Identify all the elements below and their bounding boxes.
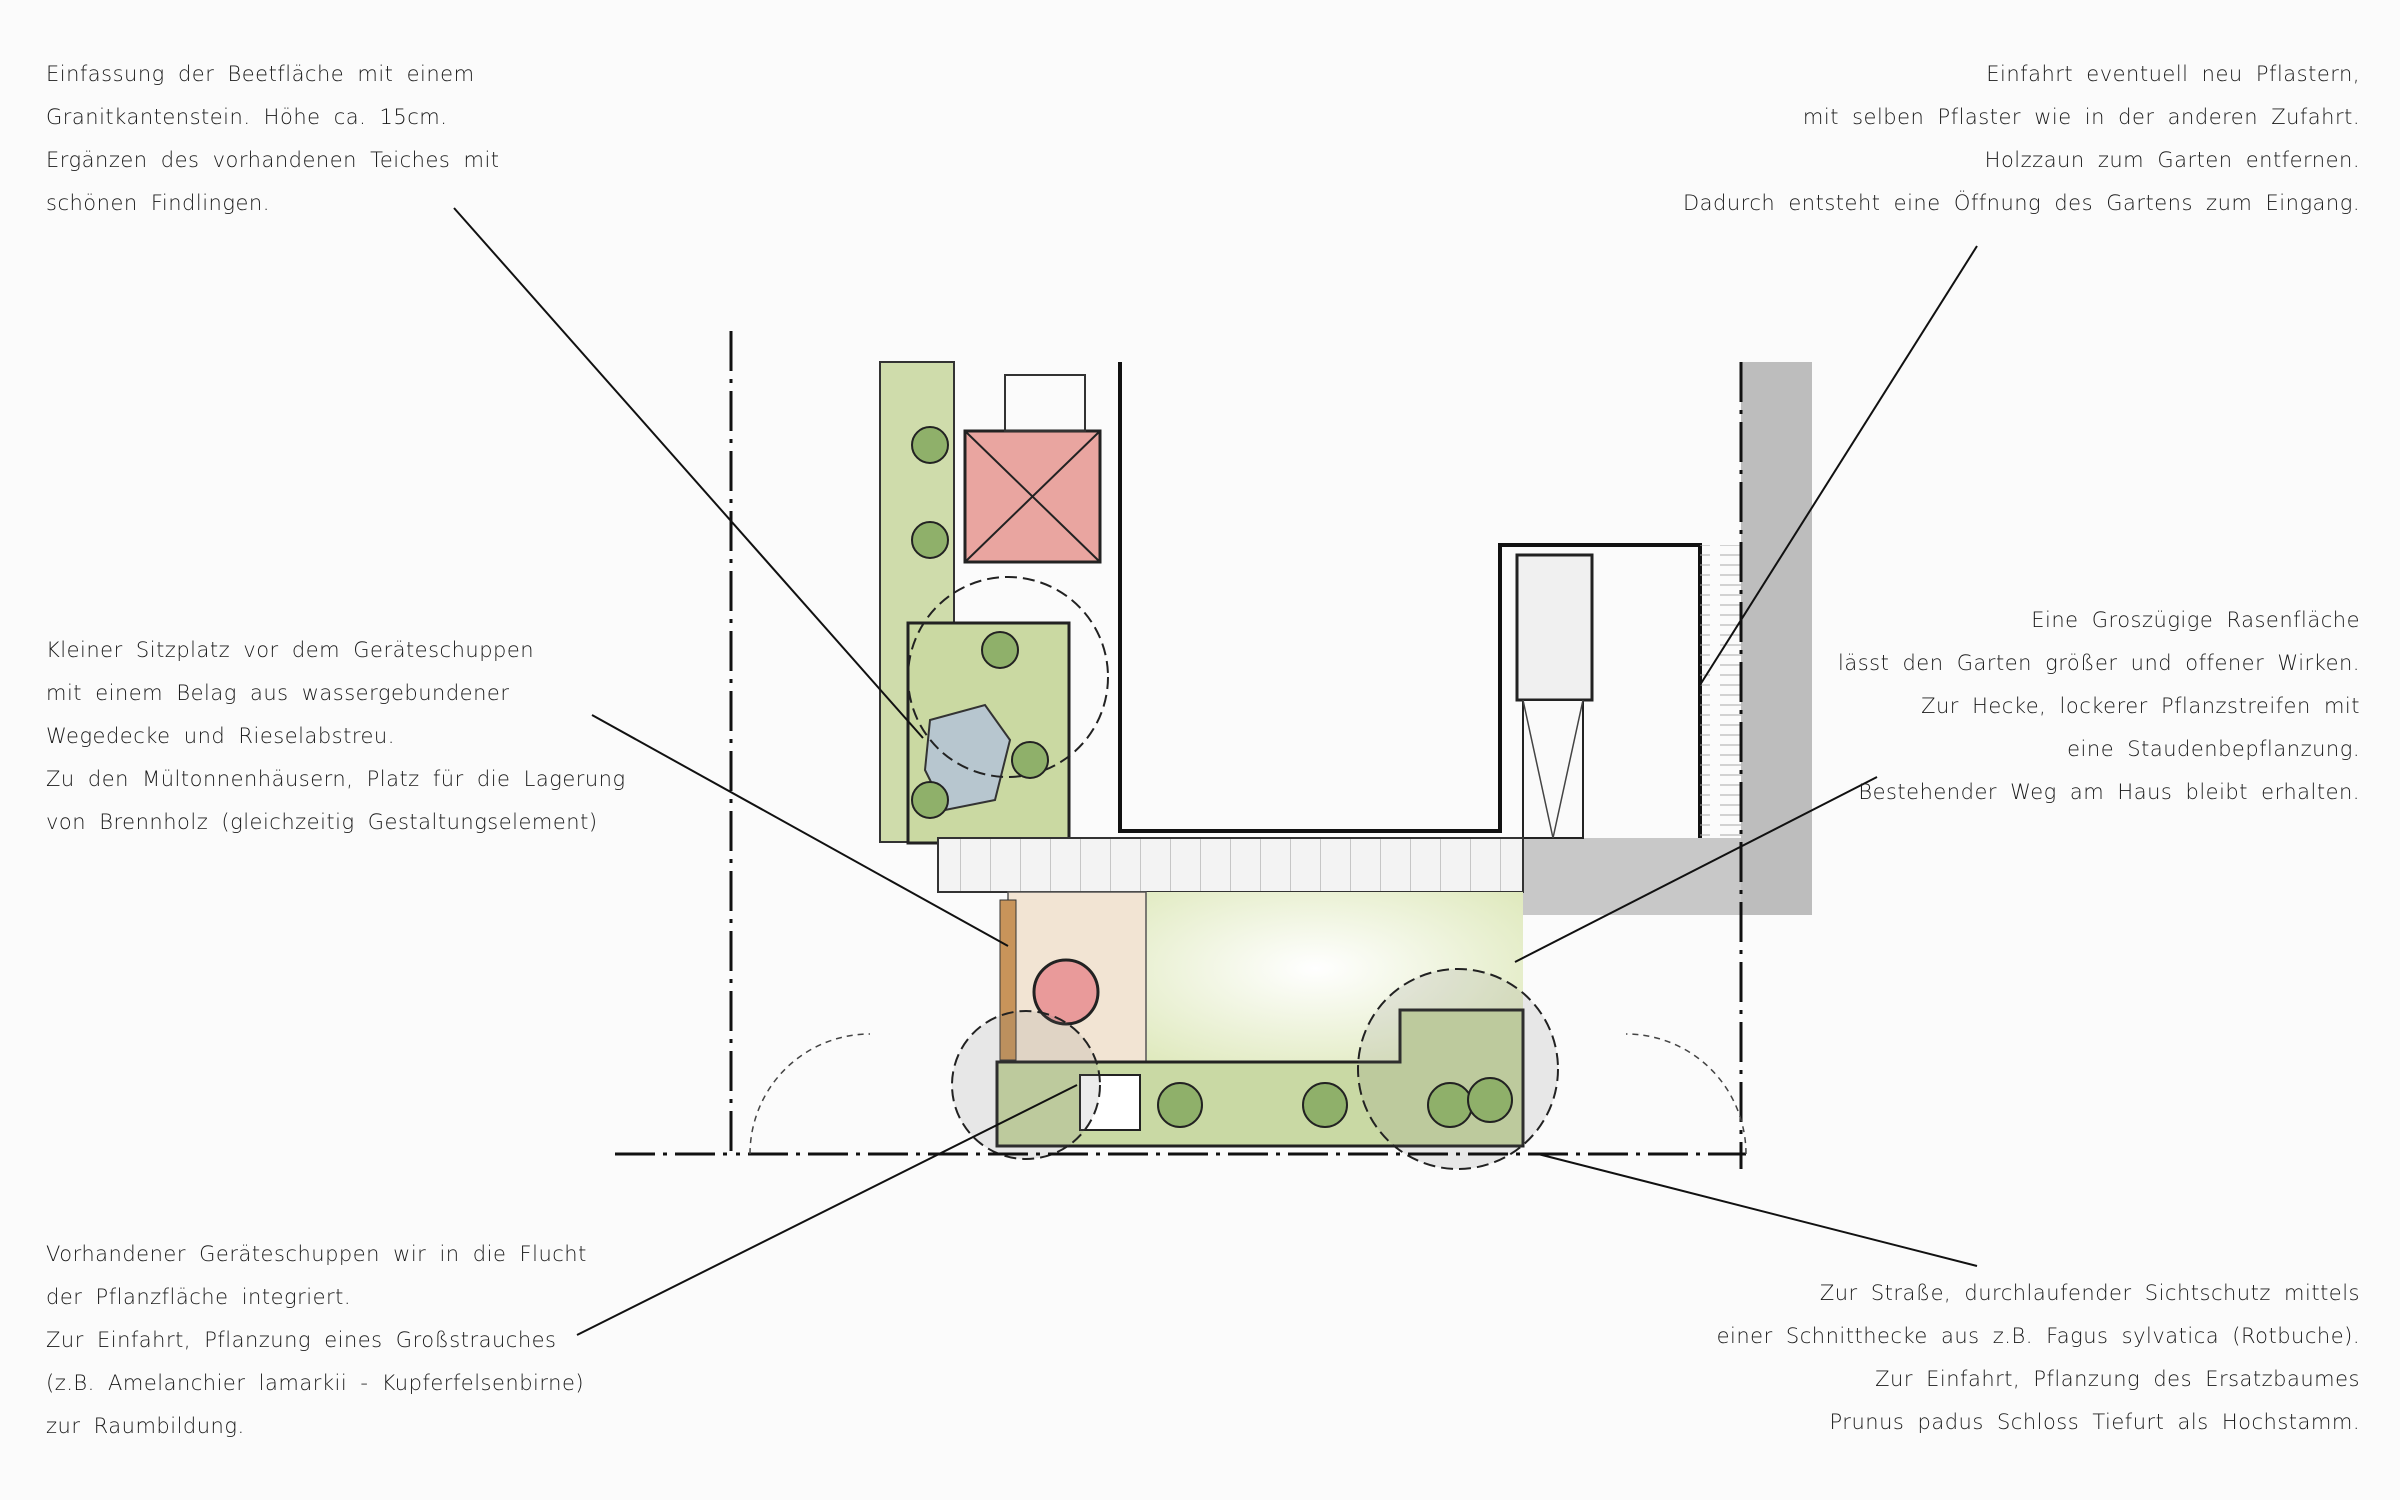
- note-line: Einfahrt eventuell neu Pflastern,: [1986, 62, 2360, 86]
- tree-canopy: [907, 576, 1109, 778]
- note-line: eine Staudenbepflanzung.: [2067, 737, 2360, 761]
- note-line: Holzzaun zum Garten entfernen.: [1984, 148, 2360, 172]
- note-line: mit selben Pflaster wie in der anderen Z…: [1802, 105, 2360, 129]
- note-line: der Pflanzfläche integriert.: [46, 1285, 352, 1309]
- note-top-right: Einfahrt eventuell neu Pflastern, mit se…: [1683, 53, 2360, 225]
- terrace-paving: [937, 837, 1524, 893]
- note-line: (z.B. Amelanchier lamarkii - Kupferfelse…: [46, 1371, 585, 1395]
- pond: [923, 703, 1012, 812]
- note-line: Wegedecke und Rieselabstreu.: [46, 724, 395, 748]
- note-bottom-left: Vorhandener Geräteschuppen wir in die Fl…: [46, 1233, 587, 1448]
- tree-canopy: [1357, 968, 1559, 1170]
- note-line: Kleiner Sitzplatz vor dem Geräteschuppen: [46, 638, 535, 662]
- note-mid-right: Eine Groszügige Rasenfläche lässt den Ga…: [1838, 599, 2360, 814]
- note-line: Ergänzen des vorhandenen Teiches mit: [46, 148, 500, 172]
- note-top-left: Einfassung der Beetfläche mit einem Gran…: [46, 53, 500, 225]
- house-wing: [1515, 553, 1594, 702]
- note-line: zur Raumbildung.: [46, 1414, 245, 1438]
- table: [1032, 958, 1100, 1026]
- property-boundary: [615, 331, 1746, 1169]
- note-line: Granitkantenstein. Höhe ca. 15cm.: [46, 105, 448, 129]
- note-line: Zur Einfahrt, Pflanzung eines Großstrauc…: [46, 1328, 557, 1352]
- note-line: von Brennholz (gleichzeitig Gestaltungse…: [46, 810, 598, 834]
- note-line: lässt den Garten größer und offener Wirk…: [1837, 651, 2360, 675]
- note-line: Eine Groszügige Rasenfläche: [2031, 608, 2360, 632]
- note-bottom-right: Zur Straße, durchlaufender Sichtschutz m…: [1717, 1272, 2360, 1444]
- note-mid-left: Kleiner Sitzplatz vor dem Geräteschuppen…: [46, 629, 626, 844]
- note-line: schönen Findlingen.: [46, 191, 270, 215]
- note-line: Dadurch entsteht eine Öffnung des Garten…: [1683, 191, 2360, 215]
- note-line: Zur Straße, durchlaufender Sichtschutz m…: [1819, 1281, 2360, 1305]
- firewood-storage: [999, 899, 1017, 1061]
- note-line: Prunus padus Schloss Tiefurt als Hochsta…: [1829, 1410, 2360, 1434]
- building-shadow: [1741, 362, 1812, 915]
- note-line: Zur Hecke, lockerer Pflanzstreifen mit: [1921, 694, 2360, 718]
- note-line: Zur Einfahrt, Pflanzung des Ersatzbaumes: [1875, 1367, 2360, 1391]
- note-line: mit einem Belag aus wassergebundener: [46, 681, 510, 705]
- note-line: Bestehender Weg am Haus bleibt erhalten.: [1858, 780, 2360, 804]
- note-line: einer Schnitthecke aus z.B. Fagus sylvat…: [1716, 1324, 2360, 1348]
- note-line: Zu den Mültonnenhäusern, Platz für die L…: [46, 767, 626, 791]
- shrub-canopy: [951, 1010, 1101, 1160]
- house-outline: [1118, 362, 1702, 838]
- note-line: Vorhandener Geräteschuppen wir in die Fl…: [46, 1242, 587, 1266]
- note-line: Einfassung der Beetfläche mit einem: [46, 62, 475, 86]
- building-shadow: [1523, 838, 1741, 915]
- leader-lines: [453, 207, 1978, 1336]
